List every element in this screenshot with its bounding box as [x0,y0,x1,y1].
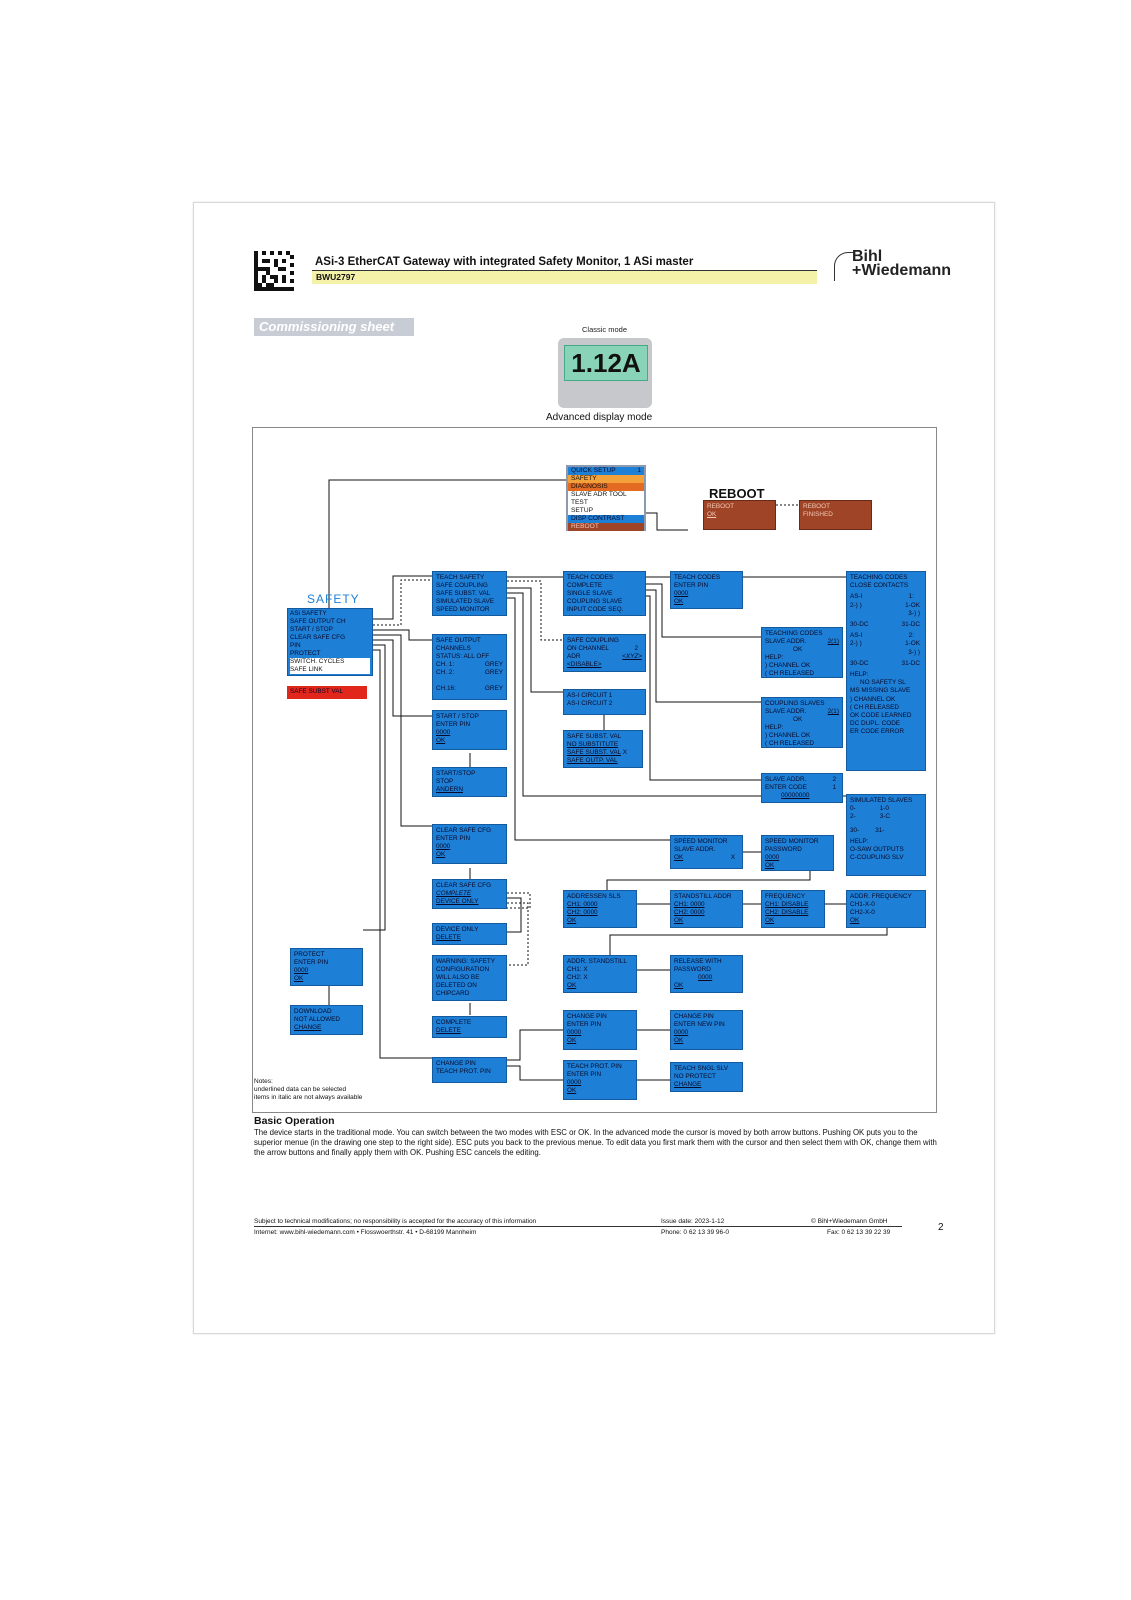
advanced-mode-label: Advanced display mode [546,412,653,423]
basic-operation-title: Basic Operation [254,1115,335,1127]
menu-item-slave-adr-tool[interactable]: SLAVE ADR TOOL [568,491,644,499]
company-logo: Bihl +Wiedemann [832,248,951,288]
safety-item-asi[interactable]: ASi SAFETY [290,610,327,617]
footer-copyright: © Bihl+Wiedemann GmbH [811,1218,888,1225]
menu-item-test[interactable]: TEST [568,499,644,507]
safety-title: SAFETY [307,592,360,606]
footer-phone: Phone: 0 62 13 39 96-0 [661,1229,729,1236]
safety-item-link[interactable]: SAFE LINK [290,666,370,674]
footer-fax: Fax: 0 62 13 39 22 39 [827,1229,891,1236]
classic-mode-label: Classic mode [582,325,628,334]
safety-menu[interactable]: ASi SAFETY SAFE OUTPUT CH START / STOP C… [287,608,373,676]
safety-item-switch[interactable]: SWITCH. CYCLES [290,658,370,666]
teaching-codes-slave-box[interactable]: TEACHING CODES SLAVE ADDR.2(1) OK HELP:)… [761,627,843,678]
lcd-value: 1.12A [564,345,648,381]
safety-item-output[interactable]: SAFE OUTPUT CH [290,618,346,625]
menu-item-safety[interactable]: SAFETY [568,475,644,483]
reboot-title: REBOOT [709,486,765,501]
header-rule [312,270,817,271]
coupling-slaves-box[interactable]: COUPLING SLAVES SLAVE ADDR.2(1) OK HELP:… [761,697,843,748]
safety-item-protect[interactable]: PROTECT [290,650,321,657]
footer-rule [254,1226,902,1227]
menu-item-setup[interactable]: SETUP [568,507,644,515]
menu-diagram-frame [252,427,937,1113]
safety-alert-item[interactable]: SAFE SUBST VAL [287,686,367,699]
datamatrix-code [254,251,294,291]
document-title: ASi-3 EtherCAT Gateway with integrated S… [315,256,694,268]
logo-arc-icon [834,252,853,281]
basic-operation-text: The device starts in the traditional mod… [254,1128,937,1157]
section-banner: Commissioning sheet [254,318,414,336]
menu-item-disp-contrast[interactable]: DISP CONTRAST [571,515,625,522]
menu-item-reboot[interactable]: REBOOT [568,523,644,531]
safety-item-clear[interactable]: CLEAR SAFE CFG [290,634,346,641]
safety-item-start-stop[interactable]: START / STOP [290,626,333,633]
simulated-slaves-box: SIMULATED SLAVES 0-1-0 2-3-C 30-31- HELP… [846,794,926,876]
page-number: 2 [938,1222,944,1233]
footer-internet: Internet: www.bihl-wiedemann.com • Floss… [254,1229,477,1236]
footer-disclaimer: Subject to technical modifications; no r… [254,1218,537,1225]
part-number: BWU2797 [312,271,817,284]
footer-issue-date: Issue date: 2023-1-12 [661,1218,725,1225]
lcd-display: 1.12A [558,338,652,408]
menu-item-diagnosis[interactable]: DIAGNOSIS [568,483,644,491]
safety-item-pin[interactable]: PIN [290,642,301,649]
